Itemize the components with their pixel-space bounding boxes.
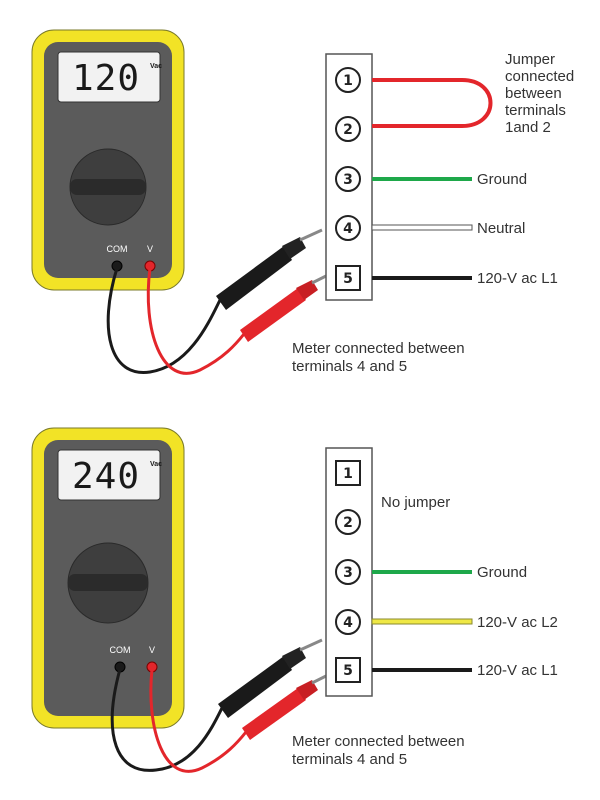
- bottom-v-label: V: [149, 645, 155, 655]
- bottom-com-label: COM: [110, 645, 131, 655]
- bottom-l2-label: 120-V ac L2: [477, 614, 558, 631]
- bottom-meter-reading: 240: [72, 456, 140, 497]
- top-red-probe[interactable]: [240, 274, 327, 342]
- top-meter-display: [57, 51, 161, 103]
- top-black-lead: [106, 267, 222, 374]
- bottom-terminal-3[interactable]: 3: [335, 559, 361, 585]
- bottom-terminal-4-circle: [335, 609, 361, 635]
- top-terminal-2-circle: [335, 116, 361, 142]
- bottom-terminal-4[interactable]: 4: [335, 609, 361, 635]
- bottom-terminal-3-label: 3: [343, 565, 353, 581]
- bottom-terminal-4-label: 4: [343, 615, 353, 631]
- top-jumper-label: Jumper connected between terminals 1and …: [505, 51, 578, 136]
- top-v-label: V: [147, 244, 153, 254]
- top-dial-knob-icon[interactable]: [70, 179, 146, 195]
- top-terminal-5[interactable]: 5: [335, 265, 361, 291]
- top-neutral-label: Neutral: [477, 220, 525, 237]
- top-terminal-4-circle: [335, 215, 361, 241]
- top-neutral-wire: [371, 224, 473, 231]
- bottom-red-probe[interactable]: [242, 674, 327, 740]
- top-terminal-2[interactable]: 2: [335, 116, 361, 142]
- bottom-terminal-3-circle: [335, 559, 361, 585]
- top-terminal-2-label: 2: [343, 122, 353, 138]
- bottom-meter-unit: Vac: [150, 461, 162, 468]
- bottom-no-jumper-label: No jumper: [381, 494, 450, 511]
- top-caption: Meter connected between terminals 4 and …: [292, 340, 469, 375]
- top-red-lead: [146, 267, 246, 375]
- bottom-red-lead: [149, 668, 248, 773]
- bottom-terminal-1-label: 1: [343, 466, 353, 482]
- top-com-label: COM: [107, 244, 128, 254]
- top-ground-label: Ground: [477, 171, 527, 188]
- bottom-terminal-1-square: [335, 460, 361, 486]
- top-terminal-1[interactable]: 1: [335, 67, 361, 93]
- bottom-l2-wire: [371, 618, 473, 625]
- top-terminal-3-label: 3: [343, 172, 353, 188]
- bottom-dial-knob-icon[interactable]: [68, 574, 148, 591]
- bottom-terminal-2-label: 2: [343, 515, 353, 531]
- bottom-ground-label: Ground: [477, 564, 527, 581]
- top-l1-label: 120-V ac L1: [477, 270, 558, 287]
- top-black-probe[interactable]: [216, 228, 323, 310]
- bottom-meter-display: [57, 449, 161, 501]
- bottom-caption: Meter connected between terminals 4 and …: [292, 733, 469, 768]
- top-jumper-wire: [372, 78, 493, 128]
- top-terminal-4[interactable]: 4: [335, 215, 361, 241]
- top-terminal-1-label: 1: [343, 73, 353, 89]
- top-meter-reading: 120: [72, 58, 140, 99]
- bottom-black-lead: [110, 668, 224, 772]
- bottom-terminal-1[interactable]: 1: [335, 460, 361, 486]
- top-terminal-4-label: 4: [343, 221, 353, 237]
- bottom-terminal-5-square: [335, 657, 361, 683]
- bottom-panel: 240 Vac COM V 1 2: [31, 427, 558, 773]
- top-panel: 120 Vac COM V 1: [31, 29, 578, 375]
- bottom-l1-label: 120-V ac L1: [477, 662, 558, 679]
- bottom-black-probe[interactable]: [218, 638, 323, 718]
- bottom-terminal-2-circle: [335, 509, 361, 535]
- bottom-terminal-5-label: 5: [343, 663, 353, 679]
- top-multimeter: 120 Vac COM V: [31, 29, 185, 291]
- bottom-multimeter: 240 Vac COM V: [31, 427, 185, 729]
- top-meter-unit: Vac: [150, 63, 162, 70]
- top-terminal-5-square: [335, 265, 361, 291]
- bottom-terminal-5[interactable]: 5: [335, 657, 361, 683]
- top-terminal-3[interactable]: 3: [335, 166, 361, 192]
- top-terminal-3-circle: [335, 166, 361, 192]
- top-terminal-5-label: 5: [343, 271, 353, 287]
- bottom-terminal-2[interactable]: 2: [335, 509, 361, 535]
- top-terminal-1-circle: [335, 67, 361, 93]
